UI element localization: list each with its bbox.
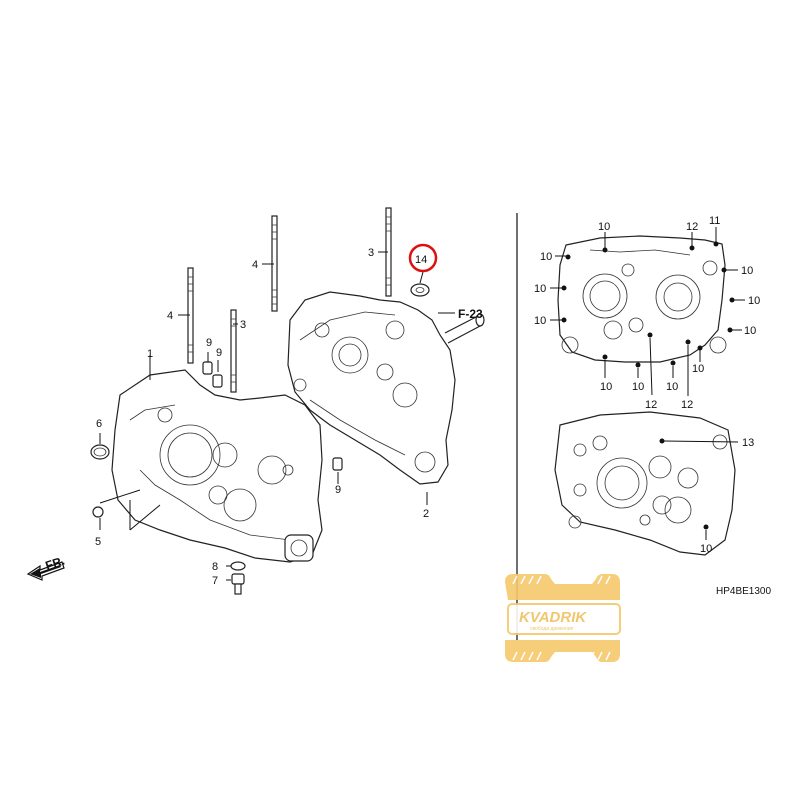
highlight-circle [408,243,438,273]
callout-10-bottom1: 10 [600,381,612,393]
callout-10-bottom4: 10 [692,363,704,375]
callout-labels-right: 10 10 10 10 12 11 10 10 10 10 10 10 10 1… [534,215,771,597]
leader-lines [99,251,455,581]
left-crankcase-half [111,369,323,563]
kvadrik-watermark-logo: KVADRIK свобода движения [505,574,621,662]
callout-14: 14 [415,254,427,266]
callout-9c: 9 [335,484,341,496]
crankcase-bottom-view [554,411,736,556]
callout-1: 1 [147,348,153,360]
front-label: FR. [44,554,67,573]
callout-13: 13 [742,437,754,449]
crankcase-top-view [557,235,735,368]
callout-4b: 4 [167,310,173,322]
callout-12-bottom1: 12 [645,399,657,411]
callout-6: 6 [96,418,102,430]
bolt-5 [92,506,104,518]
watermark-tagline: свобода движения [530,626,574,632]
dowel-pin [202,361,213,375]
callout-7: 7 [212,575,218,587]
drain-bolt-7 [231,573,245,585]
reference-f23: F-23 [458,307,483,321]
right-crankcase-half [287,291,485,485]
callout-10-right3: 10 [744,325,756,337]
callout-4a: 4 [252,259,258,271]
callout-10-lower: 10 [700,543,712,555]
callout-3a: 3 [368,247,374,259]
callout-10-bottom2: 10 [632,381,644,393]
washer-8 [230,561,246,571]
callout-10-right2: 10 [748,295,760,307]
callout-3b: 3 [240,319,246,331]
small-parts [90,283,430,595]
stud-bolts [187,207,392,393]
callout-10-bottom3: 10 [666,381,678,393]
callout-12-top: 12 [686,221,698,233]
diagram-code: HP4BE1300 [716,586,771,597]
callout-8: 8 [212,561,218,573]
watermark-brand: KVADRIK [519,609,587,626]
oil-seal-14 [410,283,430,297]
callout-labels-left: 1 2 3 3 4 4 5 6 7 8 9 9 9 14 F-23 [95,243,483,587]
o-ring-6 [90,444,110,460]
callout-2: 2 [423,508,429,520]
callout-12-bottom2: 12 [681,399,693,411]
callout-10-left2: 10 [534,283,546,295]
callout-10-top: 10 [598,221,610,233]
callout-9b: 9 [216,347,222,359]
callout-9a: 9 [206,337,212,349]
callout-10-left1: 10 [540,251,552,263]
callout-11: 11 [709,215,720,227]
callout-10-left3: 10 [534,315,546,327]
front-direction-arrow: FR. [26,554,67,581]
leader-lines-right [550,227,745,540]
callout-5: 5 [95,536,101,548]
callout-10-right1: 10 [741,265,753,277]
